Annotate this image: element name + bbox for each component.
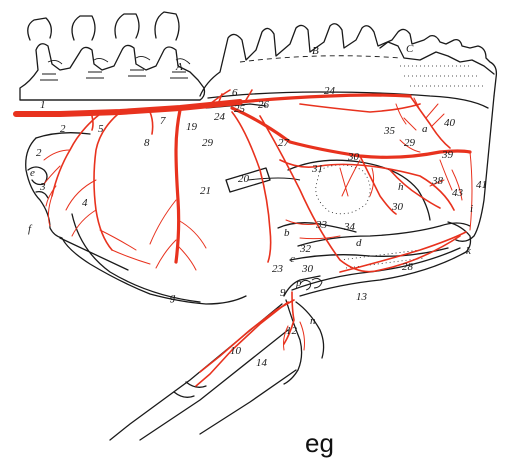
larynx-and-trachea [110, 300, 324, 440]
label-19: 19 [186, 121, 198, 133]
label-26: 26 [258, 99, 270, 111]
label-k: k [466, 245, 472, 257]
label-33: 33 [315, 219, 328, 231]
label-n: n [310, 315, 316, 327]
label-7: 7 [160, 115, 166, 127]
label-2a: 2 [60, 123, 66, 135]
label-p: p [295, 277, 302, 289]
label-34: 34 [343, 221, 356, 233]
label-A: A [175, 61, 183, 73]
label-31: 31 [311, 163, 323, 175]
label-2b: 2 [36, 147, 42, 159]
label-35: 35 [383, 125, 396, 137]
label-14: 14 [256, 357, 268, 369]
label-30b: 30 [391, 201, 404, 213]
label-4: 4 [82, 197, 88, 209]
label-40: 40 [444, 117, 456, 129]
label-30c: 30 [301, 263, 314, 275]
label-38: 38 [431, 175, 444, 187]
label-1: 1 [40, 99, 46, 111]
structure-labels: 1 2 2 3 4 5 6 7 8 9 10 12 13 14 19 20 21… [28, 43, 487, 369]
figure-caption: eg [305, 430, 334, 456]
label-32: 32 [299, 243, 312, 255]
label-g: g [170, 291, 176, 303]
label-29a: 29 [202, 137, 214, 149]
cervical-vertebrae [20, 12, 205, 100]
label-30a: 30 [347, 151, 360, 163]
label-d: d [356, 237, 362, 249]
label-27: 27 [278, 137, 290, 149]
label-a: a [422, 123, 428, 135]
label-28: 28 [402, 261, 414, 273]
label-f: f [28, 223, 33, 235]
label-24a: 24 [324, 85, 336, 97]
label-21: 21 [200, 185, 211, 197]
label-41: 41 [476, 179, 487, 191]
label-12: 12 [286, 325, 298, 337]
label-5: 5 [98, 123, 104, 135]
label-39: 39 [441, 149, 454, 161]
label-3: 3 [39, 181, 46, 193]
label-c: c [290, 253, 295, 265]
label-b: b [284, 227, 290, 239]
label-43: 43 [452, 187, 464, 199]
label-10: 10 [230, 345, 242, 357]
label-8: 8 [144, 137, 150, 149]
label-20: 20 [238, 173, 250, 185]
label-h: h [398, 181, 404, 193]
label-i: i [470, 203, 473, 215]
label-29b: 29 [404, 137, 416, 149]
label-C: C [406, 43, 414, 55]
label-6: 6 [232, 87, 238, 99]
label-24b: 24 [214, 111, 226, 123]
label-13: 13 [356, 291, 368, 303]
label-B: B [312, 45, 319, 57]
label-e: e [30, 167, 35, 179]
label-25: 25 [234, 103, 246, 115]
arterial-network [16, 90, 472, 386]
label-9: 9 [280, 287, 286, 299]
label-23: 23 [272, 263, 284, 275]
